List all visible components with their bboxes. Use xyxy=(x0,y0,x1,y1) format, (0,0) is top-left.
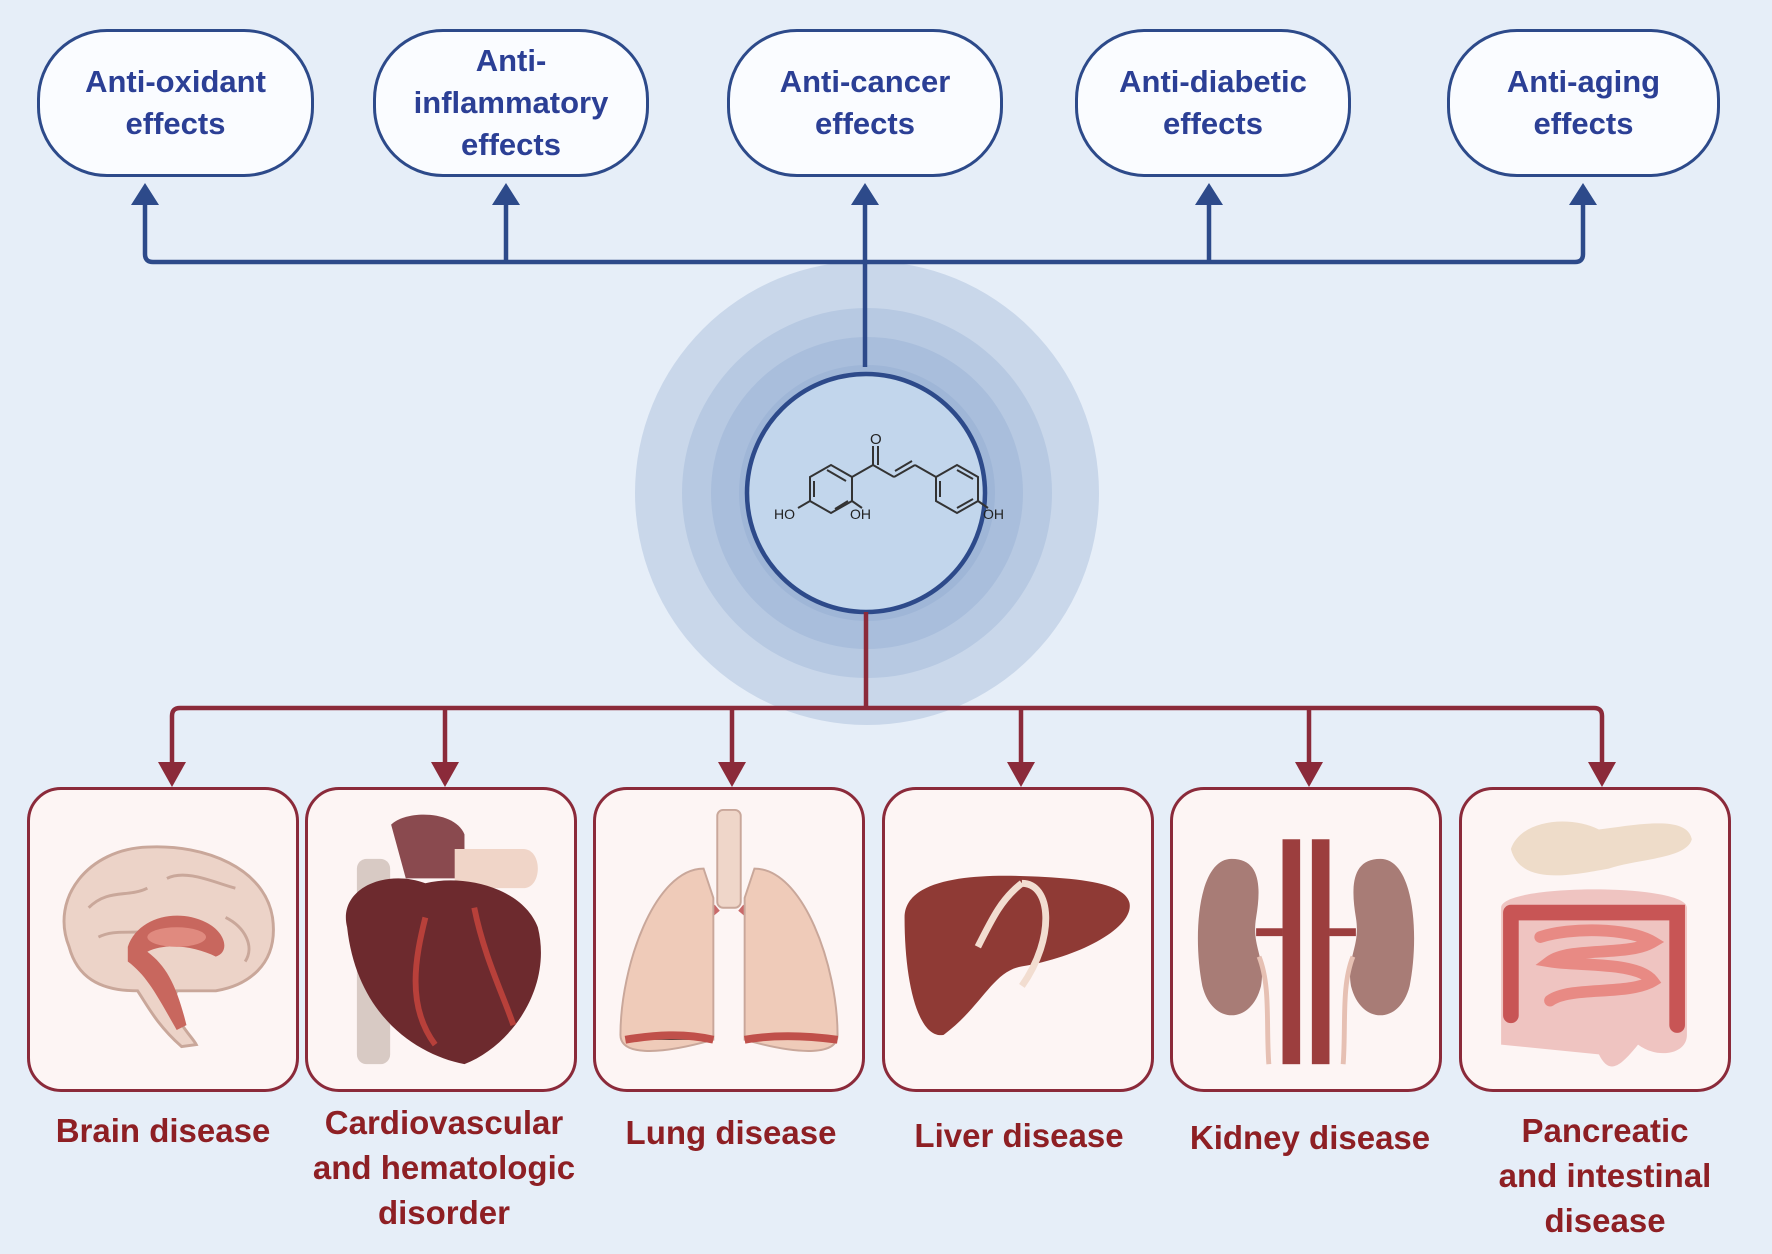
arrow-up-4 xyxy=(1195,183,1223,205)
disease-label-pancreatic: Pancreatic and intestinal disease xyxy=(1498,1112,1712,1239)
effect-label: Anti-oxidant effects xyxy=(85,64,266,141)
effect-label: Anti-cancer effects xyxy=(779,64,951,141)
organ-box-brain xyxy=(27,787,299,1092)
effect-label: Anti-aging effects xyxy=(1506,64,1661,141)
arrow-down-4 xyxy=(1007,762,1035,787)
disease-label-lung: Lung disease xyxy=(625,1114,837,1151)
liver-icon xyxy=(904,875,1130,1036)
effect-box-antioxidant: Anti-oxidant effects xyxy=(37,29,314,177)
kidneys-icon xyxy=(1197,839,1415,1065)
arrow-down-2 xyxy=(431,762,459,787)
effect-label: Anti-diabetic effects xyxy=(1119,64,1307,141)
intestine-icon xyxy=(1501,821,1692,1067)
heart-icon xyxy=(345,814,541,1065)
arrow-down-6 xyxy=(1588,762,1616,787)
lungs-icon xyxy=(619,808,839,1052)
effect-box-antiaging: Anti-aging effects xyxy=(1447,29,1720,177)
atom-OH-mid: OH xyxy=(850,506,871,522)
effects-connector xyxy=(142,187,1586,367)
arrow-down-1 xyxy=(158,762,186,787)
atom-OH-right: OH xyxy=(983,506,1004,522)
brain-icon xyxy=(62,845,275,1049)
atom-HO-left: HO xyxy=(774,506,795,522)
arrow-up-2 xyxy=(492,183,520,205)
chalcone-structure xyxy=(797,446,989,515)
effect-label: Anti- inflammatory effects xyxy=(413,43,609,162)
atom-O: O xyxy=(870,431,882,448)
disease-label-kidney: Kidney disease xyxy=(1189,1119,1431,1156)
organ-box-lungs xyxy=(593,787,865,1092)
arrow-up-3 xyxy=(851,183,879,205)
effect-box-anticancer: Anti-cancer effects xyxy=(727,29,1003,177)
organ-box-liver xyxy=(882,787,1154,1092)
compound-circle xyxy=(744,371,988,615)
arrow-up-1 xyxy=(131,183,159,205)
organ-box-intestine xyxy=(1459,787,1731,1092)
organ-box-kidneys xyxy=(1170,787,1442,1092)
arrow-down-3 xyxy=(718,762,746,787)
disease-label-cardiovascular: Cardiovascular and hematologic disorder xyxy=(312,1104,576,1231)
effect-box-antiinflammatory: Anti- inflammatory effects xyxy=(373,29,649,177)
effect-box-antidiabetic: Anti-diabetic effects xyxy=(1075,29,1351,177)
diseases-connector xyxy=(169,612,1605,768)
disease-label-liver: Liver disease xyxy=(914,1117,1124,1154)
organ-box-heart xyxy=(305,787,577,1092)
arrow-up-5 xyxy=(1569,183,1597,205)
arrow-down-5 xyxy=(1295,762,1323,787)
effect-arrowheads xyxy=(131,183,1597,205)
disease-arrowheads xyxy=(158,762,1616,787)
disease-label-brain: Brain disease xyxy=(55,1112,271,1149)
